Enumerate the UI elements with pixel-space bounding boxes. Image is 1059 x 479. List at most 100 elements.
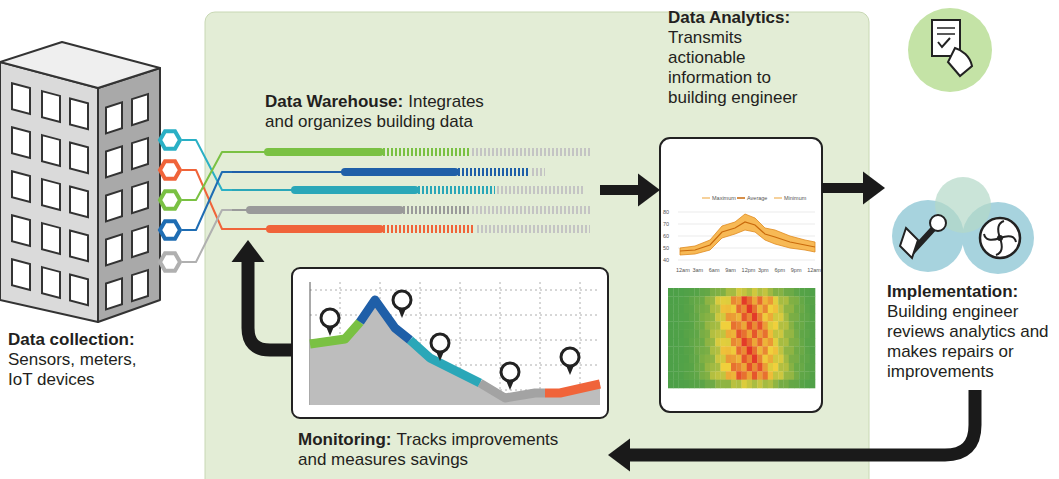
- heat-cell: [736, 313, 742, 322]
- heat-cell: [726, 288, 732, 297]
- heat-cell: [721, 363, 727, 372]
- heat-cell: [673, 371, 679, 380]
- heat-cell: [736, 363, 742, 372]
- heat-cell: [778, 380, 784, 389]
- heat-cell: [810, 338, 816, 347]
- pin-head: [321, 309, 339, 327]
- heat-cell: [752, 313, 758, 322]
- heat-cell: [799, 321, 805, 330]
- data-bar-pending: [497, 186, 585, 194]
- heat-cell: [805, 321, 811, 330]
- heat-cell: [763, 371, 769, 380]
- heat-cell: [700, 371, 706, 380]
- heat-cell: [679, 346, 685, 355]
- process-node: Implementation:Building engineer reviews…: [885, 5, 1053, 390]
- heat-cell: [731, 296, 737, 305]
- background-panel: [205, 12, 869, 479]
- heat-cell: [810, 346, 816, 355]
- heat-cell: [736, 371, 742, 380]
- legend-label: Average: [747, 195, 767, 201]
- tablet-screen: [660, 138, 822, 412]
- heat-cell: [789, 305, 795, 314]
- heat-cell: [673, 380, 679, 389]
- heat-cell: [747, 321, 753, 330]
- heat-cell: [721, 305, 727, 314]
- heat-cell: [715, 380, 721, 389]
- heat-cell: [805, 346, 811, 355]
- heat-cell: [721, 380, 727, 389]
- arrow-head: [638, 174, 660, 207]
- implementation-icons: [892, 8, 1034, 274]
- heat-cell: [773, 305, 779, 314]
- arrow-head: [863, 172, 885, 205]
- heat-cell: [726, 321, 732, 330]
- heat-cell: [778, 313, 784, 322]
- heat-cell: [794, 330, 800, 339]
- heat-cell: [810, 296, 816, 305]
- heat-cell: [763, 363, 769, 372]
- heat-cell: [700, 380, 706, 389]
- heat-cell: [789, 338, 795, 347]
- heat-cell: [694, 380, 700, 389]
- pin-head: [501, 363, 519, 381]
- data-wires: [182, 140, 232, 262]
- heat-cell: [731, 288, 737, 297]
- heat-cell: [689, 346, 695, 355]
- heat-cell: [726, 305, 732, 314]
- heat-cell: [721, 355, 727, 364]
- heat-cell: [752, 338, 758, 347]
- heat-cell: [689, 338, 695, 347]
- heat-cell: [763, 321, 769, 330]
- heat-cell: [710, 371, 716, 380]
- heat-cell: [810, 321, 816, 330]
- window: [106, 278, 122, 309]
- window: [132, 226, 148, 257]
- process-node: Monitoring:Tracks improvements and measu…: [292, 268, 608, 475]
- heat-cell: [710, 288, 716, 297]
- axis-time: 12am: [807, 267, 821, 273]
- heat-cell: [773, 338, 779, 347]
- window: [70, 143, 88, 174]
- heat-cell: [705, 313, 711, 322]
- heat-cell: [784, 288, 790, 297]
- heat-cell: [736, 321, 742, 330]
- heat-cell: [736, 380, 742, 389]
- heat-cell: [752, 321, 758, 330]
- heat-cell: [668, 288, 674, 297]
- window: [70, 231, 88, 262]
- heat-cell: [742, 321, 748, 330]
- heat-cell: [684, 338, 690, 347]
- heat-cell: [694, 338, 700, 347]
- heat-cell: [789, 346, 795, 355]
- data-bar: [345, 168, 455, 176]
- window: [106, 146, 122, 177]
- heat-cell: [773, 371, 779, 380]
- heat-cell: [715, 355, 721, 364]
- heat-cell: [721, 288, 727, 297]
- heat-cell: [668, 313, 674, 322]
- heat-cell: [673, 321, 679, 330]
- heat-cell: [778, 346, 784, 355]
- heat-cell: [679, 363, 685, 372]
- sensor-hexagon: [160, 253, 180, 270]
- heat-cell: [805, 355, 811, 364]
- heat-cell: [705, 363, 711, 372]
- heat-cell: [799, 380, 805, 389]
- flow-arrow: [822, 172, 885, 205]
- heat-cell: [752, 288, 758, 297]
- heat-cell: [778, 363, 784, 372]
- heat-cell: [721, 296, 727, 305]
- heat-cell: [726, 346, 732, 355]
- data-bar-dashed: [383, 148, 470, 156]
- data-wire: [182, 152, 232, 200]
- heat-cell: [763, 305, 769, 314]
- data-bar-pending: [477, 225, 590, 233]
- heat-cell: [763, 380, 769, 389]
- heat-cell: [789, 330, 795, 339]
- heat-cell: [668, 338, 674, 347]
- heat-cell: [700, 338, 706, 347]
- heat-cell: [799, 338, 805, 347]
- heat-cell: [742, 371, 748, 380]
- heat-cell: [700, 355, 706, 364]
- axis-time: 3pm: [758, 267, 769, 273]
